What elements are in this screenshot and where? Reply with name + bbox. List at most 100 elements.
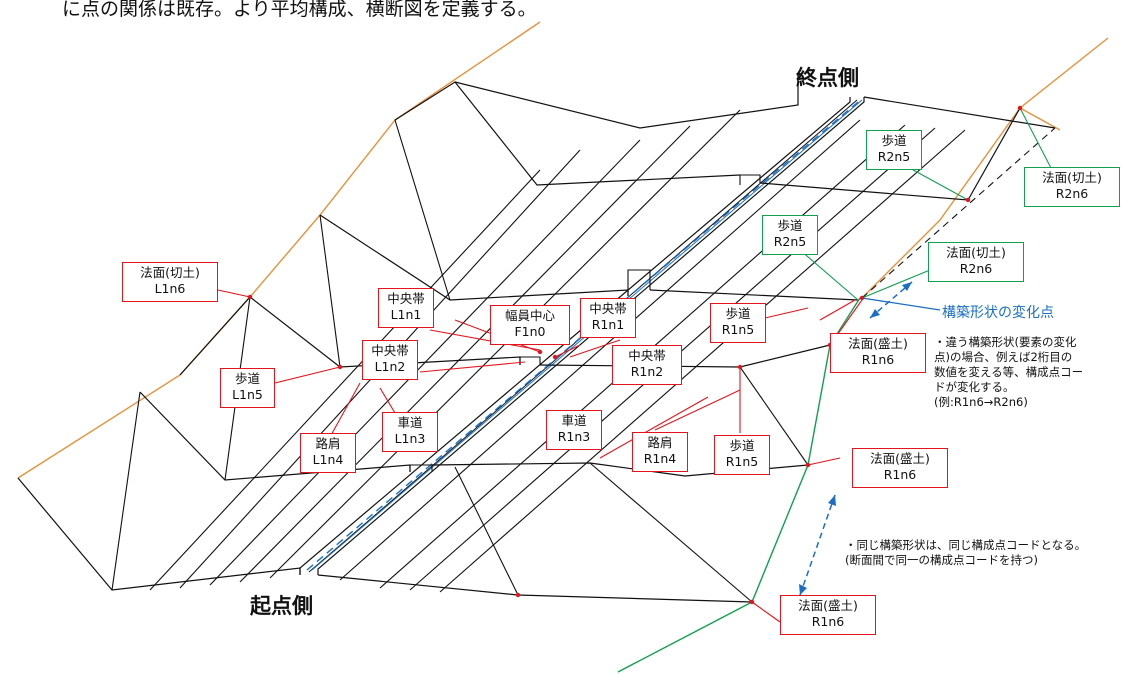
label-f1n0-name: 幅員中心: [504, 308, 555, 323]
label-r1n4-code: R1n4: [643, 451, 677, 466]
left-section-outline-4: [319, 214, 629, 301]
label-r1n6-upper: 法面(盛土) R1n6: [830, 333, 926, 373]
label-f1n0: 幅員中心 F1n0: [490, 305, 570, 345]
right-section-outline-4: [649, 289, 859, 301]
median-left-edge: [299, 97, 851, 575]
label-r1n4-name: 路肩: [647, 435, 673, 450]
label-r1n2-name: 中央帯: [628, 348, 666, 363]
label-l1n3: 車道 L1n3: [382, 412, 438, 452]
label-l1n4-code: L1n4: [312, 452, 344, 467]
label-l1n6: 法面(切土) L1n6: [122, 262, 218, 302]
label-l1n5-code: L1n5: [232, 387, 263, 402]
change-arrow-lower-head-a: [828, 495, 836, 506]
left-diagonal-3: [319, 214, 341, 368]
centerline-dashed: [306, 101, 859, 571]
label-r1n3: 車道 R1n3: [546, 410, 602, 450]
label-l1n2-name: 中央帯: [371, 343, 409, 358]
median-block-2: [519, 356, 541, 365]
label-l1n1-name: 中央帯: [387, 291, 425, 306]
left-section-outline-3: [179, 296, 521, 376]
label-r2n5-lower-code: R2n5: [773, 234, 807, 249]
label-r1n6-lower: 法面(盛土) R1n6: [780, 595, 876, 635]
left-diagonal-1: [111, 391, 141, 591]
left-diagonal-4: [394, 119, 451, 301]
label-r2n6-upper: 法面(切土) R2n6: [1024, 167, 1120, 207]
note-change-line: ドが変化する。: [934, 380, 1015, 394]
label-r2n6-lower: 法面(切土) R2n6: [928, 242, 1024, 282]
label-r2n5-lower-name: 歩道: [777, 218, 803, 233]
left-section-outline-1: [17, 477, 301, 591]
label-r1n1-code: R1n1: [591, 317, 625, 332]
right-lane-line-4: [439, 129, 966, 593]
label-r2n6-lower-name: 法面(切土): [946, 245, 1006, 260]
label-r2n5-upper-name: 歩道: [881, 133, 907, 148]
left-lane-line-4: [239, 125, 691, 583]
label-l1n1: 中央帯 L1n1: [378, 288, 434, 328]
right-section-outline-6: [863, 96, 1056, 129]
right-diagonal-3: [454, 466, 519, 596]
label-r1n3-code: R1n3: [557, 429, 591, 444]
label-r1n6-upper-name: 法面(盛土): [848, 336, 908, 351]
label-l1n4-name: 路肩: [315, 436, 341, 451]
label-r1n4: 路肩 R1n4: [632, 432, 688, 472]
change-arrow-lower-head-b: [799, 584, 807, 595]
label-r1n5-upper: 歩道 R1n5: [710, 303, 766, 343]
left-section-outline-5: [394, 81, 741, 186]
label-r1n2: 中央帯 R1n2: [612, 345, 682, 385]
start-side-label: 起点側: [250, 594, 313, 618]
cut-slope-right-line: [861, 37, 1109, 299]
label-l1n5-name: 歩道: [234, 371, 260, 386]
label-f1n0-code: F1n0: [514, 324, 546, 339]
note-change: ・違う構築形状(要素の変化 点)の場合、例えば2桁目の 数値を変える等、構成点コ…: [934, 335, 1083, 410]
label-r2n5-upper: 歩道 R2n5: [866, 130, 922, 170]
median-block-4: [739, 174, 761, 185]
left-lane-line-3: [209, 139, 641, 586]
note-same: ・同じ構築形状は、同じ構成点コードとなる。 (断面間で同一の構成点コードを持つ): [845, 538, 1086, 568]
note-change-line: (例:R1n6→R2n6): [934, 395, 1028, 409]
right-lane-line-1: [339, 119, 861, 581]
note-same-line: (断面間で同一の構成点コードを持つ): [845, 553, 1038, 567]
label-r1n1-name: 中央帯: [589, 301, 627, 316]
label-l1n6-name: 法面(切土): [140, 265, 200, 280]
label-r1n6-lower-name: 法面(盛土): [798, 598, 858, 613]
label-r1n5-upper-name: 歩道: [725, 306, 751, 321]
change-arrow-lower: [799, 494, 836, 596]
median-block-1: [409, 464, 433, 472]
change-point-label: 構築形状の変化点: [942, 305, 1054, 321]
label-r2n5-lower: 歩道 R2n5: [762, 215, 818, 255]
label-r2n5-upper-code: R2n5: [877, 149, 911, 164]
label-r1n5-lower: 歩道 R1n5: [714, 435, 770, 475]
label-l1n6-code: L1n6: [154, 281, 186, 296]
label-l1n3-name: 車道: [397, 415, 423, 430]
end-side-label: 終点側: [796, 66, 859, 90]
left-section-outline-6: [454, 75, 799, 129]
cut-slope-left-line: [17, 21, 541, 479]
label-r1n6-upper-code: R1n6: [861, 352, 895, 367]
label-l1n1-code: L1n1: [390, 307, 422, 322]
label-r1n5-lower-code: R1n5: [725, 454, 759, 469]
right-diagonal-1: [589, 462, 753, 603]
note-change-line: 点)の場合、例えば2桁目の: [934, 350, 1073, 364]
label-r1n3-name: 車道: [561, 413, 587, 428]
label-r2n6-upper-name: 法面(切土): [1042, 170, 1102, 185]
intro-text: に点の関係は既存。より平均構成、横断図を定義する。: [62, 0, 537, 20]
label-l1n2: 中央帯 L1n2: [362, 340, 418, 380]
right-dashed-extension: [861, 127, 1056, 299]
label-r2n6-lower-code: R2n6: [959, 261, 993, 276]
right-diagonal-2: [739, 366, 809, 466]
label-r1n5-lower-name: 歩道: [729, 438, 755, 453]
change-point-pointer: [861, 297, 941, 311]
label-l1n3-code: L1n3: [394, 431, 426, 446]
label-r1n6-middle: 法面(盛土) R1n6: [852, 448, 948, 488]
label-r1n6-lower-code: R1n6: [811, 614, 845, 629]
label-l1n2-code: L1n2: [374, 359, 406, 374]
label-r1n5-upper-code: R1n5: [721, 322, 755, 337]
note-change-line: 数値を変える等、構成点コー: [934, 365, 1084, 379]
note-change-line: ・違う構築形状(要素の変化: [934, 335, 1077, 349]
label-r1n1: 中央帯 R1n1: [580, 298, 636, 338]
label-r1n6-middle-code: R1n6: [883, 467, 917, 482]
label-r1n2-code: R1n2: [630, 364, 664, 379]
label-r1n6-middle-name: 法面(盛土): [870, 451, 930, 466]
